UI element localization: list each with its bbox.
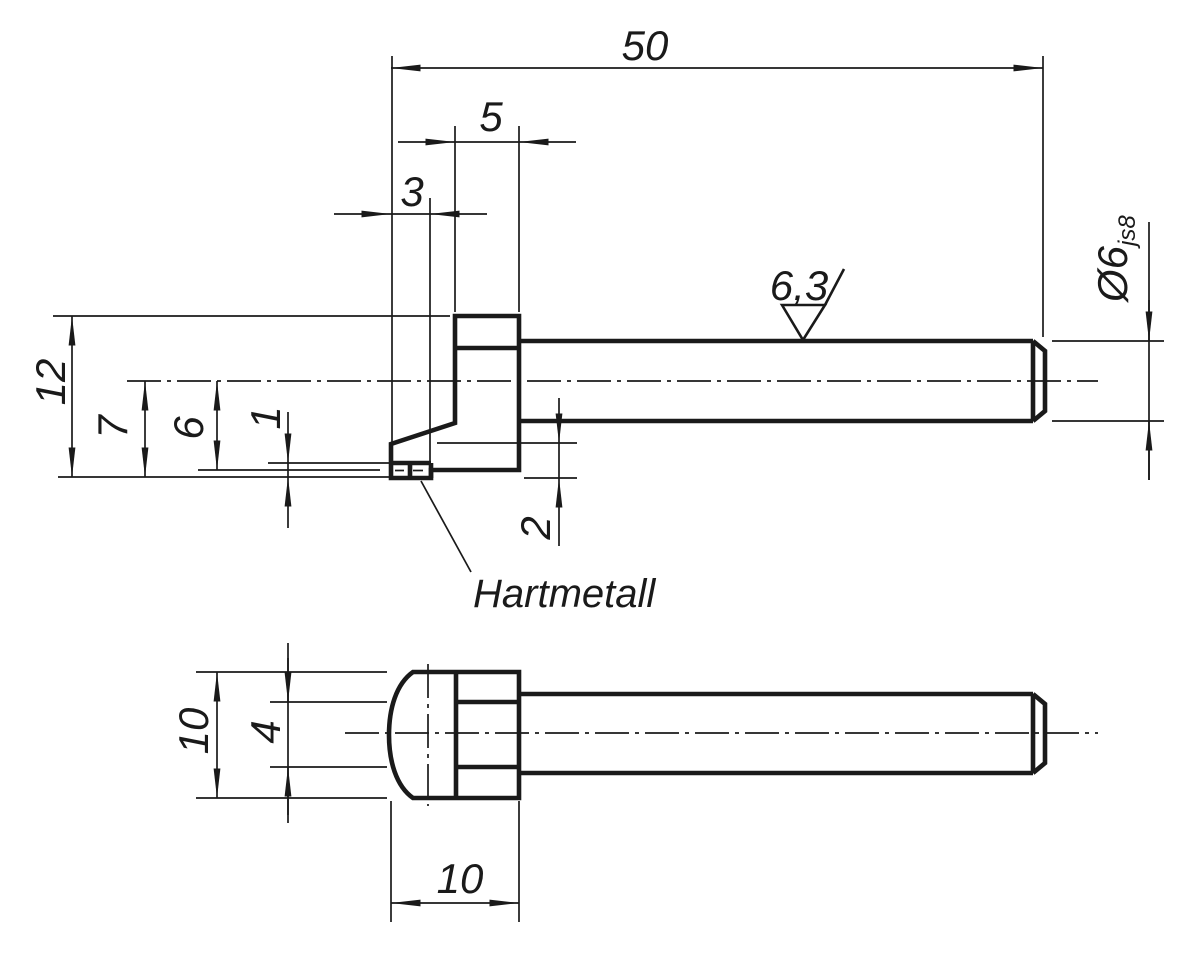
shaft-end-chamfer bbox=[1031, 692, 1048, 775]
dimension-step-height-label: 2 bbox=[512, 516, 559, 540]
material-callout: Hartmetall bbox=[420, 480, 656, 616]
dimension-carbide-length-label: 3 bbox=[400, 168, 423, 215]
carbide-insert bbox=[391, 460, 434, 478]
surface-roughness-symbol: 6,3 bbox=[770, 262, 846, 343]
dimension-tip-thickness-label: 1 bbox=[242, 406, 289, 429]
roughness-triangle bbox=[779, 303, 828, 343]
side-view-extension-lines bbox=[53, 56, 1164, 479]
shaft-bottom-view bbox=[519, 691, 1048, 776]
dimension-head-length-label: 10 bbox=[437, 855, 484, 902]
dimension-head-height-label: 10 bbox=[170, 707, 217, 754]
dimension-step-height: 2 bbox=[512, 398, 563, 546]
dimension-overall-height-label: 12 bbox=[27, 359, 74, 406]
dimension-head-height: 10 bbox=[170, 672, 221, 798]
dimension-head-width: 5 bbox=[398, 93, 576, 146]
surface-roughness-label: 6,3 bbox=[770, 262, 828, 309]
dimension-tip-thickness: 1 bbox=[242, 406, 292, 528]
dimension-head-length: 10 bbox=[391, 855, 519, 907]
dimension-tip-height-label: 7 bbox=[89, 414, 136, 439]
dimension-carbide-length: 3 bbox=[334, 168, 487, 218]
dimension-head-width-label: 5 bbox=[479, 93, 503, 140]
dimension-overall-length-label: 50 bbox=[622, 22, 669, 69]
dimension-flat-width: 4 bbox=[242, 643, 292, 823]
dimension-overall-length: 50 bbox=[391, 22, 1043, 72]
bottom-view: 10 4 10 bbox=[170, 643, 1098, 922]
shaft-side bbox=[519, 338, 1048, 424]
head-outline bbox=[388, 313, 522, 481]
leader-line bbox=[420, 480, 472, 573]
shaft-end-chamfer bbox=[1031, 339, 1048, 423]
dimension-overall-height: 12 bbox=[27, 316, 76, 477]
material-label: Hartmetall bbox=[473, 572, 656, 616]
dimension-body-height-label: 6 bbox=[165, 416, 212, 440]
head-outline-bottom bbox=[386, 669, 522, 801]
dimension-shaft-diameter: Ø6js8 bbox=[1089, 215, 1153, 480]
dimension-tip-height: 7 bbox=[89, 381, 149, 477]
dimension-body-height: 6 bbox=[165, 381, 221, 470]
side-view: 50 5 3 12 7 6 bbox=[27, 22, 1164, 616]
dimension-flat-width-label: 4 bbox=[242, 720, 289, 743]
roughness-slash bbox=[823, 268, 846, 306]
dimension-shaft-diameter-label: Ø6js8 bbox=[1089, 215, 1141, 304]
